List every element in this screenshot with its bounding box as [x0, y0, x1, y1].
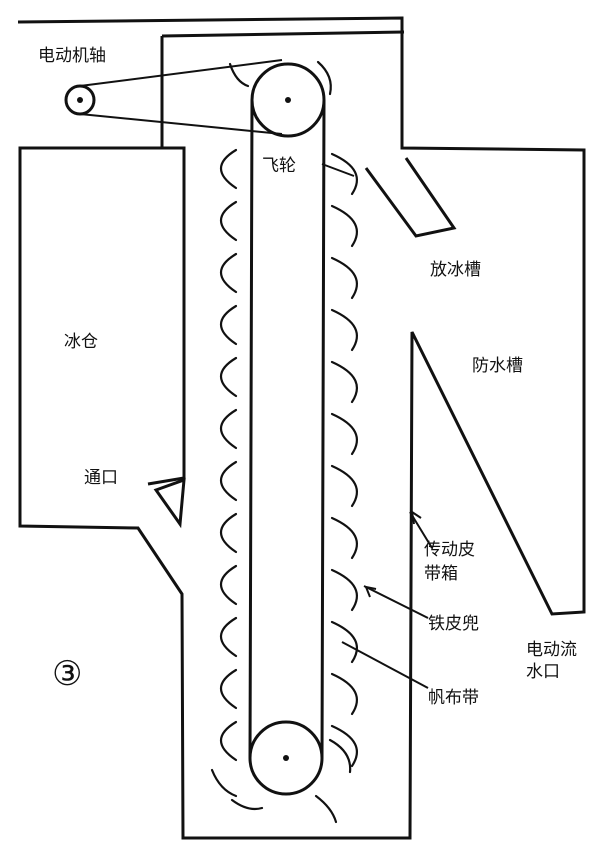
- motor-enclosure: [160, 30, 405, 148]
- right-bucket: [330, 412, 358, 456]
- left-bucket: [219, 304, 238, 346]
- sheet-iron-bucket-label: 铁皮兜: [428, 614, 479, 634]
- left-bucket: [219, 720, 238, 762]
- right-bucket: [330, 308, 358, 352]
- figure-number: ③: [52, 654, 83, 694]
- wheel-bucket: [230, 798, 264, 811]
- left-bucket: [219, 668, 238, 710]
- wheel-bucket: [314, 794, 338, 824]
- left-bucket: [219, 512, 238, 554]
- ice-chute-label: 放冰槽: [430, 260, 481, 280]
- right-bucket: [330, 256, 358, 300]
- wheel-bucket: [328, 738, 352, 774]
- flywheel-label: 飞轮: [262, 156, 296, 176]
- left-bucket: [219, 200, 238, 242]
- right-bucket: [330, 672, 358, 716]
- outlet-label: 通口: [84, 468, 118, 488]
- outlet-triangle: [153, 477, 186, 529]
- left-bucket: [219, 356, 238, 398]
- right-bucket: [330, 152, 358, 196]
- belt-housing-label-1: 传动皮: [424, 540, 475, 560]
- motor-belt: [79, 59, 283, 135]
- wheel-bucket: [316, 60, 332, 96]
- motor-outlet-label-1: 电动流: [526, 640, 577, 660]
- left-bucket: [219, 252, 238, 294]
- left-bucket: [219, 408, 238, 450]
- canvas-belt-strip: [248, 99, 326, 759]
- left-bucket: [219, 564, 238, 606]
- left-bucket: [219, 148, 238, 190]
- right-buckets: [210, 60, 358, 824]
- right-bucket: [330, 568, 358, 612]
- right-bucket: [330, 464, 358, 508]
- motor-outlet-label-2: 水口: [526, 662, 560, 682]
- wheel-bucket: [210, 768, 238, 798]
- left-buckets: [219, 148, 238, 762]
- ice-bin-label: 冰仓: [64, 332, 98, 352]
- belt-housing-label-2: 带箱: [424, 564, 458, 584]
- right-bucket: [330, 204, 358, 248]
- left-bucket: [219, 460, 238, 502]
- housing-outline: [17, 16, 586, 840]
- right-bucket: [330, 724, 358, 768]
- water-trough-label: 防水槽: [472, 356, 523, 376]
- right-bucket: [330, 360, 358, 404]
- motor-shaft-label: 电动机轴: [38, 46, 106, 66]
- left-bucket: [219, 616, 238, 658]
- canvas-belt-label: 帆布带: [428, 688, 479, 708]
- right-bucket: [330, 620, 358, 664]
- right-bucket: [330, 516, 358, 560]
- ice-chute-shape: [364, 157, 457, 238]
- wheel-bucket: [228, 62, 250, 88]
